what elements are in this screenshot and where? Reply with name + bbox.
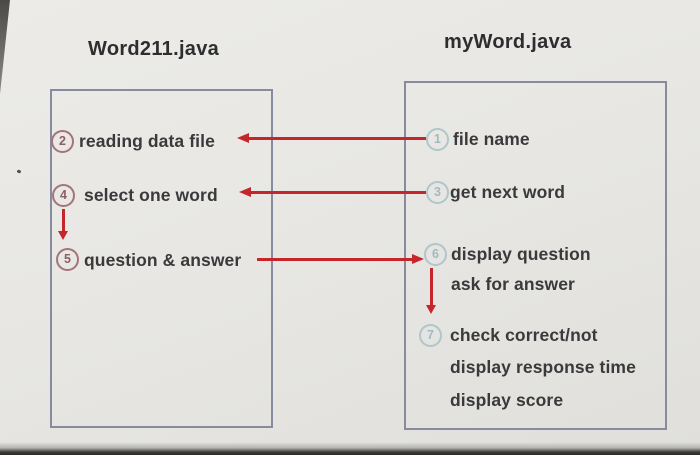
step-circle-2: 2 [51,130,74,153]
photo-bottom-shadow [0,442,700,455]
dust-speck [16,169,22,174]
right-column-title: myWord.java [444,31,572,53]
photo-edge-shadow [0,0,10,94]
step-label-display-score: display score [450,390,564,410]
step-label-question-answer: question & answer [84,250,242,270]
step-circle-5: 5 [56,248,79,271]
step-label-get-next-word: get next word [450,182,566,202]
step-label-ask-for-answer: ask for answer [451,274,575,294]
left-column-title: Word211.java [88,38,220,60]
step-circle-1: 1 [426,128,449,151]
step-label-file-name: file name [453,129,530,149]
step-label-display-question: display question [451,244,591,264]
arrow-head-right-icon [412,254,424,264]
arrow-head-left-icon [239,187,251,197]
step-circle-4: 4 [52,184,75,207]
arrow-line [257,258,413,261]
step-label-select-one-word: select one word [84,185,218,205]
step-circle-3: 3 [426,181,449,204]
arrow-line [430,268,433,306]
arrow-head-left-icon [237,133,249,143]
arrow-head-down-icon [58,231,68,240]
step-label-check-correct: check correct/not [450,325,598,345]
arrow-line [249,137,426,140]
step-label-display-response-time: display response time [450,357,636,377]
arrow-line [62,209,65,232]
arrow-line [251,191,426,194]
step-circle-6: 6 [424,243,447,266]
right-program-box [404,81,667,430]
arrow-head-down-icon [426,305,436,314]
step-label-reading-data-file: reading data file [79,131,215,151]
step-circle-7: 7 [419,324,442,347]
